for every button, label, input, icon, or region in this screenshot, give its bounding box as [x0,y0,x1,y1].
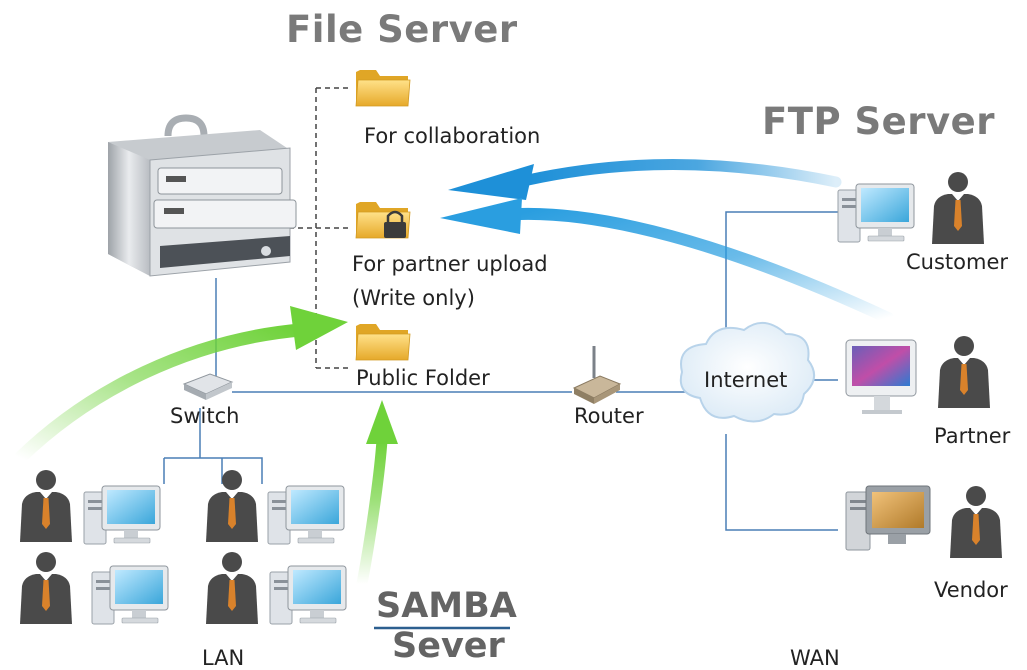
partner-imac-icon [845,339,917,414]
samba-arrow-up [356,400,398,590]
partner-group [845,336,990,414]
folder-partner-upload-note: (Write only) [352,286,475,310]
connection-lines [163,87,838,531]
file-server-title: File Server [286,8,518,51]
lan-person-icon [206,552,258,624]
file-server-icon [108,114,297,277]
customer-group [837,172,984,244]
internet-label: Internet [704,368,788,392]
customer-person-icon [932,172,984,244]
lan-computer-icon [269,565,347,625]
lan-computer-icon [267,485,345,545]
switch-label: Switch [170,404,240,428]
samba-title: SAMBA [376,586,517,626]
switch-icon [182,373,234,400]
lan-person-icon [206,470,258,542]
ftp-server-title: FTP Server [762,100,995,143]
folder-partner-upload-icon [355,201,411,239]
ftp-arrow-upper [448,159,842,200]
router-label: Router [574,404,644,428]
folder-collaboration-label: For collaboration [364,124,541,148]
router-icon [572,346,622,404]
lan-computer-icon [83,485,161,545]
vendor-person-icon [950,486,1002,558]
samba-subtitle: Sever [392,626,505,666]
customer-label: Customer [906,250,1009,274]
customer-computer-icon [837,183,915,243]
vendor-label: Vendor [934,578,1008,602]
lan-computer-icon [91,565,169,625]
vendor-computer-icon [845,485,931,551]
folder-partner-upload-label: For partner upload [352,252,548,276]
wan-label: WAN [790,646,840,670]
partner-person-icon [938,336,990,408]
samba-arrow-left [13,306,348,465]
lan-person-icon [20,470,72,542]
internet-cloud-icon [679,322,815,423]
folder-public-label: Public Folder [356,366,490,390]
lan-users [20,470,347,625]
ftp-arrow-lower [440,198,894,324]
lan-label: LAN [202,646,245,670]
lan-person-icon [20,552,72,624]
folder-collaboration-icon [355,69,411,107]
folder-public-icon [355,323,411,361]
partner-label: Partner [934,424,1011,448]
vendor-group [845,485,1002,558]
